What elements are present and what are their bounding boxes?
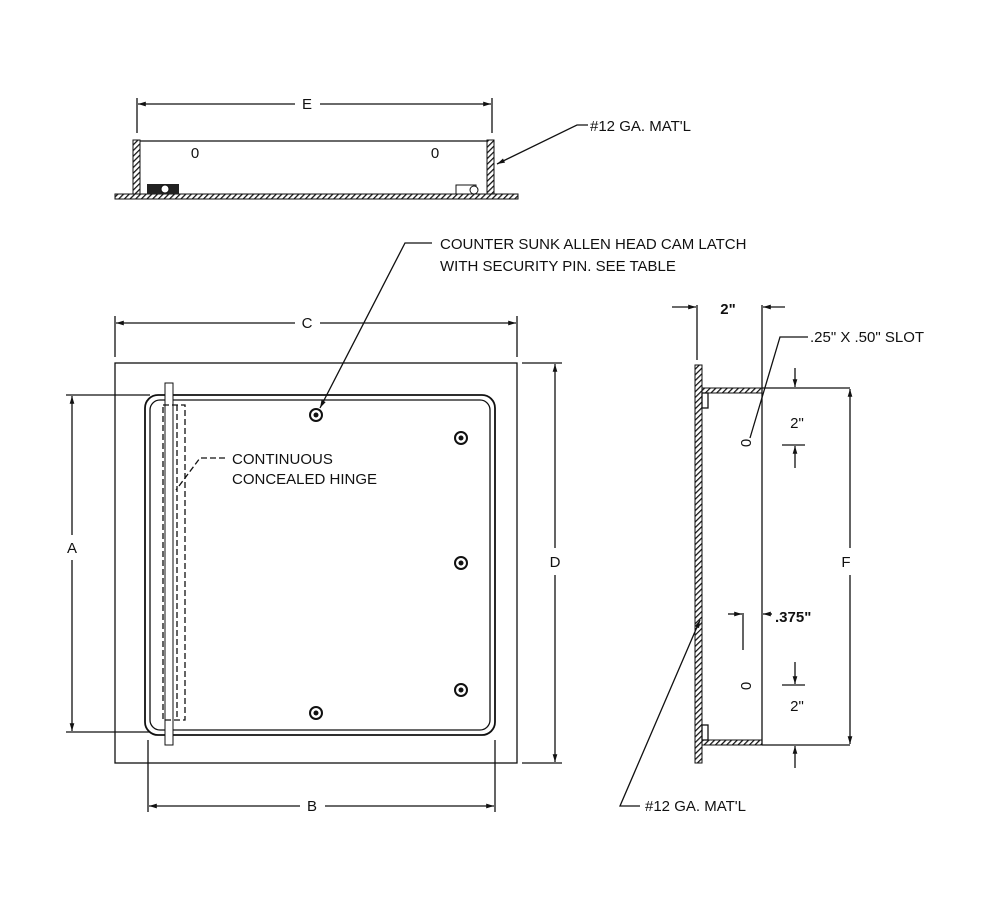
dim-depth-label: 2" (720, 301, 735, 318)
slot-right: 0 (431, 145, 439, 162)
dim-top-slot-label: 2" (790, 415, 804, 432)
latch-note-line1: COUNTER SUNK ALLEN HEAD CAM LATCH (440, 236, 746, 253)
cam-latches (309, 408, 468, 720)
slot-top: 0 (738, 439, 755, 447)
hinge-pin (164, 382, 174, 746)
slot-bottom: 0 (738, 682, 755, 690)
dim-offset-label: .375" (775, 609, 811, 626)
slot-left: 0 (191, 145, 199, 162)
dim-f-label: F (841, 554, 850, 571)
dim-bottom-slot-label: 2" (790, 698, 804, 715)
slot-note: .25" X .50" SLOT (810, 329, 924, 346)
side-material-note: #12 GA. MAT'L (645, 798, 746, 815)
dim-c-label: C (302, 315, 313, 332)
dim-d-label: D (550, 554, 561, 571)
dim-e-label: E (302, 96, 312, 113)
side-view: 2" .25" X .50" SLOT 0 0 2" F .375" 2" #1… (619, 301, 924, 815)
dim-b-label: B (307, 798, 317, 815)
top-view: E 0 0 #12 GA. MAT'L (114, 96, 691, 200)
top-material-note: #12 GA. MAT'L (590, 118, 691, 135)
dim-a-label: A (67, 540, 77, 557)
front-view: C D A B COUNTER SUNK ALLEN HEAD CAM LATC… (66, 236, 746, 815)
hinge-note-line2: CONCEALED HINGE (232, 471, 377, 488)
hinge-note-line1: CONTINUOUS (232, 451, 333, 468)
latch-note-line2: WITH SECURITY PIN. SEE TABLE (440, 258, 676, 275)
